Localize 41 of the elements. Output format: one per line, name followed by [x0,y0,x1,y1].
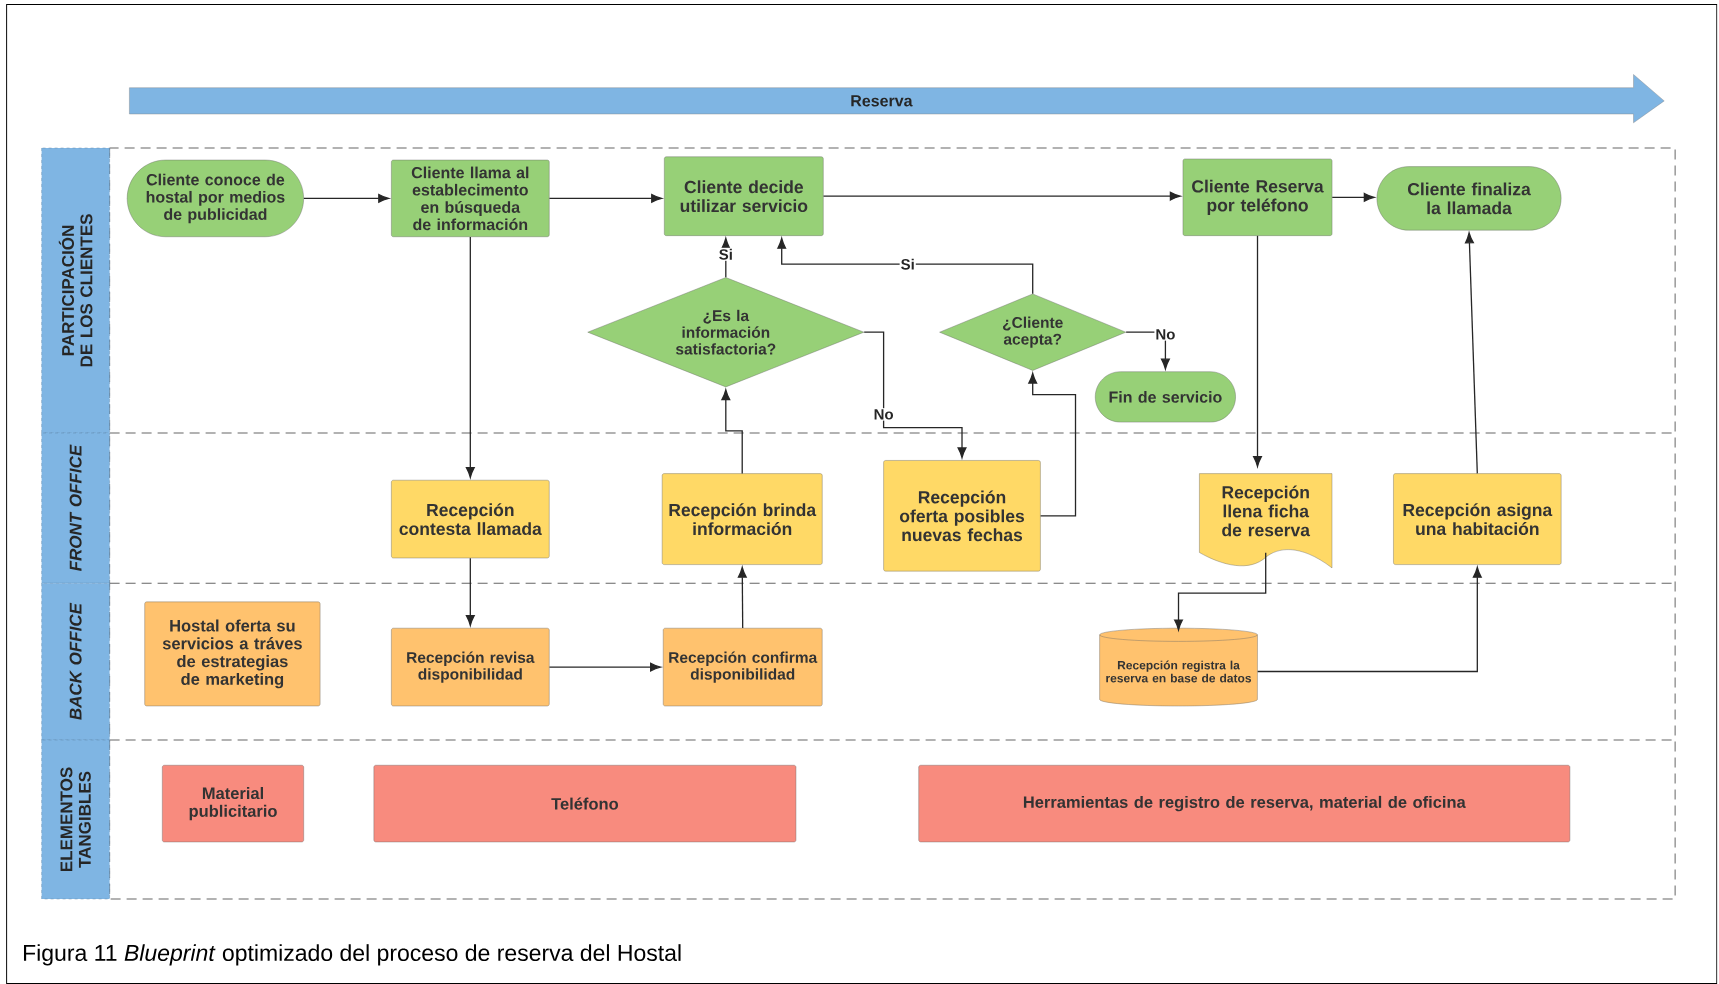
process-box: Cliente llama al establecimento en búsqueda de información [391,159,550,237]
arrow [1028,372,1077,517]
arrow [465,236,475,479]
process-box: Recepción oferta posibles nuevas fechas [883,460,1041,572]
edge-label: No [1154,328,1177,341]
arrow [303,193,390,203]
process-box: Hostal oferta su servicios a tráves de estrategias de marketing [144,601,321,707]
process-box: Cliente decide utilizar servicio [664,156,824,236]
tangible-box: Teléfono [373,765,797,843]
lane-label: BACK OFFICE [41,583,110,741]
arrow [548,193,663,203]
edge-label: Si [899,257,916,271]
arrow [777,237,1034,295]
process-box: Recepción brinda información [661,473,823,565]
arrow [1125,331,1170,370]
lane-label: FRONT OFFICE [41,432,110,584]
lane-label: ELEMENTOS TANGIBLES [41,739,110,900]
process-box: Recepción asigna una habitación [1393,473,1562,565]
arrow [1331,192,1375,202]
arrow [863,331,967,459]
tangible-box: Material publicitario [162,765,304,843]
tangible-box: Herramientas de registro de reserva, material de oficina [918,765,1571,843]
process-box: Recepción revisa disponibilidad [391,628,550,707]
arrow [721,237,731,278]
arrow [1253,235,1262,468]
lane-label: PARTICIPACIÓN DE LOS CLIENTES [41,147,110,434]
arrow [822,191,1181,201]
arrow [465,557,475,627]
arrow [721,389,743,475]
arrow [1257,566,1482,673]
arrow [1174,552,1267,631]
database-cylinder: Recepción registra la reserva en base de datos [1099,628,1258,707]
caption: Figura 11 Blueprint optimizado del proceso de reserva del Hostal [24,944,681,966]
arrow [737,566,747,629]
process-box: Cliente Reserva por teléfono [1182,158,1333,236]
edge-label: Si [717,247,734,261]
edge-label: No [872,408,895,421]
arrow [548,662,662,672]
process-box: Recepción confirma disponibilidad [663,628,823,707]
arrow [1464,232,1478,475]
process-box: Recepción contesta llamada [391,480,550,559]
